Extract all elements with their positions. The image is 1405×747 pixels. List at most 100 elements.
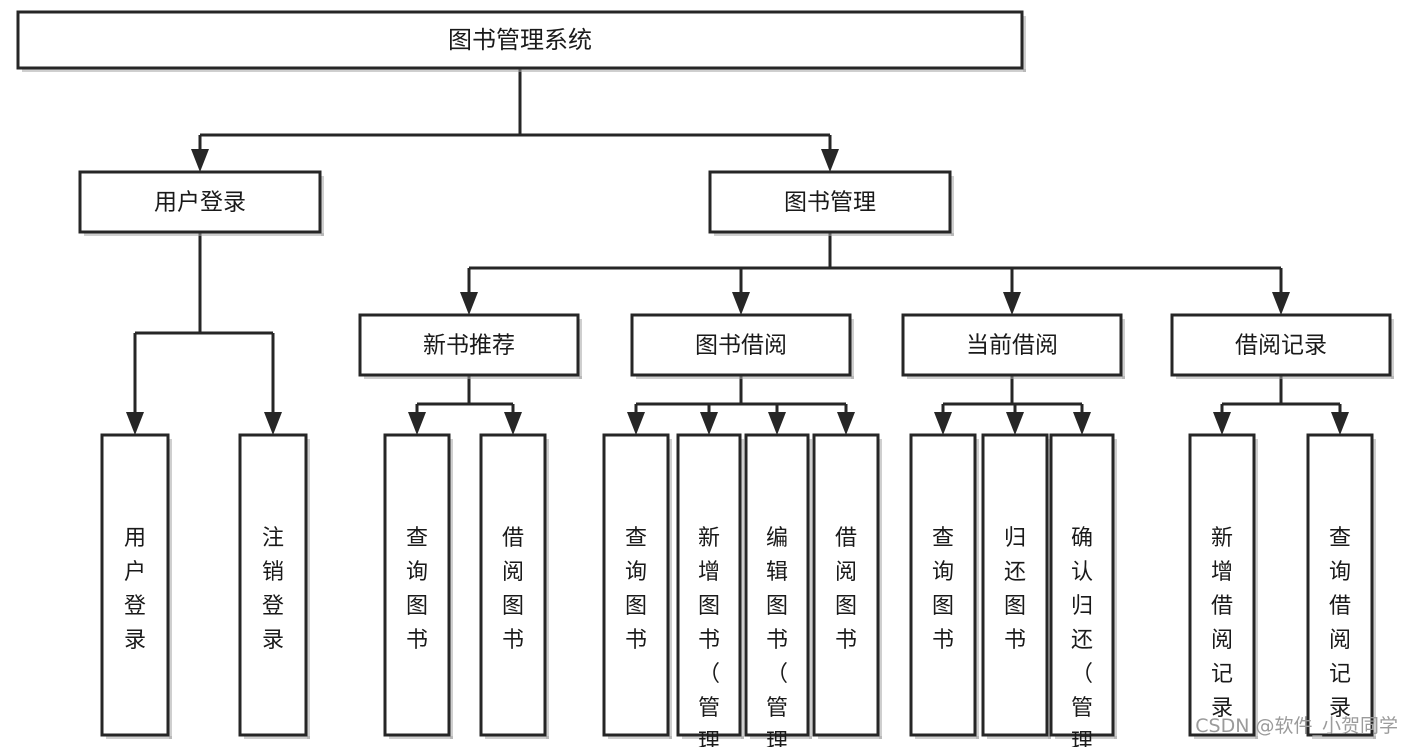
node-label-char: 书 [502,628,524,653]
node-new-book-recommend[interactable]: 新书推荐 [358,313,582,379]
node-label-char: 理 [698,730,720,747]
node-label-char: （ [698,662,720,687]
node-box-current-borrow[interactable] [901,313,1123,377]
node-label-char: 管 [766,696,788,721]
node-label-char: 查 [625,526,647,551]
node-user-login-signin[interactable]: 用户登录 [100,433,172,739]
node-book-management[interactable]: 图书管理 [708,170,954,236]
node-box-bb-edit-book[interactable] [744,433,810,737]
arrowhead-icon [1073,412,1091,435]
node-label-char: 图 [932,594,954,619]
node-label-char: 理 [1071,730,1093,747]
node-label-char: 借 [1211,594,1233,619]
arrowhead-icon [408,412,426,435]
node-box-root[interactable] [16,10,1024,70]
node-box-bb-add-book[interactable] [676,433,742,737]
node-box-user-login-signin[interactable] [100,433,170,737]
arrowhead-icon [700,412,718,435]
node-label-char: 登 [124,594,146,619]
node-borrow-record[interactable]: 借阅记录 [1170,313,1394,379]
node-label-char: 阅 [502,560,524,585]
arrowhead-icon [1331,412,1349,435]
arrowhead-icon [821,149,839,172]
arrowhead-icon [264,412,282,435]
node-box-new-book-recommend[interactable] [358,313,580,377]
node-label-char: （ [766,662,788,687]
node-label-char: 管 [698,696,720,721]
node-book-borrow[interactable]: 图书借阅 [630,313,854,379]
arrowhead-icon [732,292,750,315]
csdn-watermark: CSDN @软件_小贺同学 [1195,715,1398,737]
node-label-char: 借 [1329,594,1351,619]
node-label-char: 管 [1071,696,1093,721]
node-label-char: 记 [1329,662,1351,687]
node-label-char: （ [1071,662,1093,687]
node-label-book-management: 图书管理 [784,190,876,216]
node-label-char: 新 [1211,526,1233,551]
node-box-borrow-record[interactable] [1170,313,1392,377]
node-label-char: 图 [766,594,788,619]
node-label-char: 编 [766,526,788,551]
node-label-new-book-recommend: 新书推荐 [423,333,515,359]
node-user-login[interactable]: 用户登录 [78,170,324,236]
node-label-char: 登 [262,594,284,619]
node-box-user-login-signout[interactable] [238,433,308,737]
node-label-char: 销 [262,560,284,585]
node-label-char: 增 [698,560,720,585]
node-label-char: 书 [1004,628,1026,653]
node-box-cb-return-book[interactable] [981,433,1049,737]
node-label-char: 增 [1211,560,1233,585]
node-label-char: 阅 [1211,628,1233,653]
node-label-char: 借 [502,526,524,551]
node-label-char: 阅 [835,560,857,585]
node-label-char: 借 [835,526,857,551]
arrowhead-icon [504,412,522,435]
node-root[interactable]: 图书管理系统 [16,10,1026,72]
node-label-char: 还 [1004,560,1026,585]
node-label-char: 录 [262,628,284,653]
node-box-bb-borrow-book[interactable] [812,433,880,737]
node-box-nbr-query-book[interactable] [383,433,451,737]
node-box-br-query-record[interactable] [1306,433,1374,737]
node-box-cb-confirm-return[interactable] [1049,433,1115,737]
connector-layer [126,68,1349,435]
node-box-nbr-borrow-book[interactable] [479,433,547,737]
node-box-cb-query-book[interactable] [909,433,977,737]
node-box-user-login[interactable] [78,170,322,234]
arrowhead-icon [1272,292,1290,315]
node-label-char: 图 [1004,594,1026,619]
node-box-book-management[interactable] [708,170,952,234]
node-box-book-borrow[interactable] [630,313,852,377]
arrowhead-icon [1003,292,1021,315]
node-current-borrow[interactable]: 当前借阅 [901,313,1125,379]
node-box-bb-query-book[interactable] [602,433,670,737]
node-box-br-add-record[interactable] [1188,433,1256,737]
node-label-char: 书 [406,628,428,653]
node-label-current-borrow: 当前借阅 [966,333,1058,359]
node-label-char: 录 [1329,696,1351,721]
arrowhead-icon [1213,412,1231,435]
node-label-user-login: 用户登录 [154,190,246,216]
